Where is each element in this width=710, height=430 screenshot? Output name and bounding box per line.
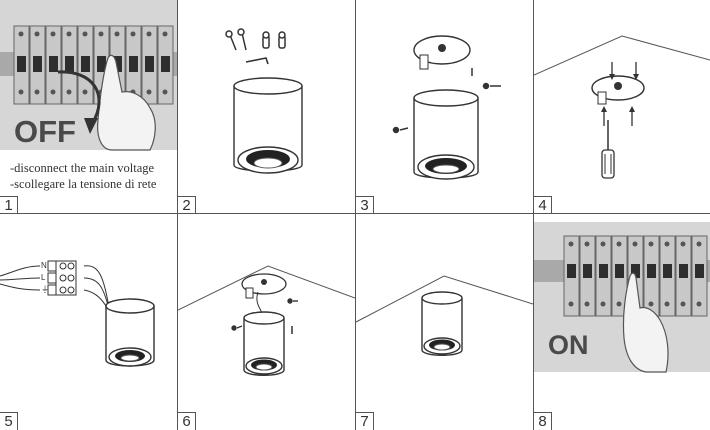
step-6-panel: 6 <box>178 214 355 430</box>
installed-fixture-illustration <box>356 275 533 356</box>
divider <box>355 0 356 430</box>
step-2-panel: 2 <box>178 0 355 213</box>
divider <box>533 0 534 430</box>
fixture-attach-illustration <box>178 265 355 376</box>
step-8-panel: ON 8 <box>534 214 710 430</box>
step-number: 6 <box>178 412 196 430</box>
step-number: 8 <box>534 412 552 430</box>
step-number: 5 <box>0 412 18 430</box>
spotlight-and-screws-illustration <box>225 28 303 174</box>
ceiling-fixing-illustration <box>534 35 710 179</box>
step-3-panel: 3 <box>356 0 533 213</box>
breaker-on-illustration <box>534 222 710 373</box>
terminal-label-n: N <box>41 261 47 270</box>
step-number: 7 <box>356 412 374 430</box>
step-number: 2 <box>178 196 196 213</box>
divider <box>177 0 178 430</box>
step-7-panel: 7 <box>356 214 533 430</box>
terminal-label-l: L <box>41 273 46 282</box>
on-label: ON <box>548 330 589 360</box>
step-1-panel: OFF -disconnect the main voltage -scolle… <box>0 0 177 213</box>
step-number: 1 <box>0 196 18 213</box>
step-number: 3 <box>356 196 374 213</box>
off-label: OFF <box>14 114 76 149</box>
terminal-label-earth: ⏚ <box>41 285 49 294</box>
step-number: 4 <box>534 196 552 213</box>
step-1-caption-line-2: -scollegare la tensione di rete <box>10 177 157 191</box>
wiring-illustration <box>0 260 155 367</box>
step-4-panel: 4 <box>534 0 710 213</box>
divider <box>0 213 710 214</box>
breaker-off-illustration <box>0 0 177 151</box>
step-5-panel: N L ⏚ 5 <box>0 214 177 430</box>
step-1-caption-line-1: -disconnect the main voltage <box>10 161 155 175</box>
bracket-mounting-illustration <box>392 35 501 180</box>
